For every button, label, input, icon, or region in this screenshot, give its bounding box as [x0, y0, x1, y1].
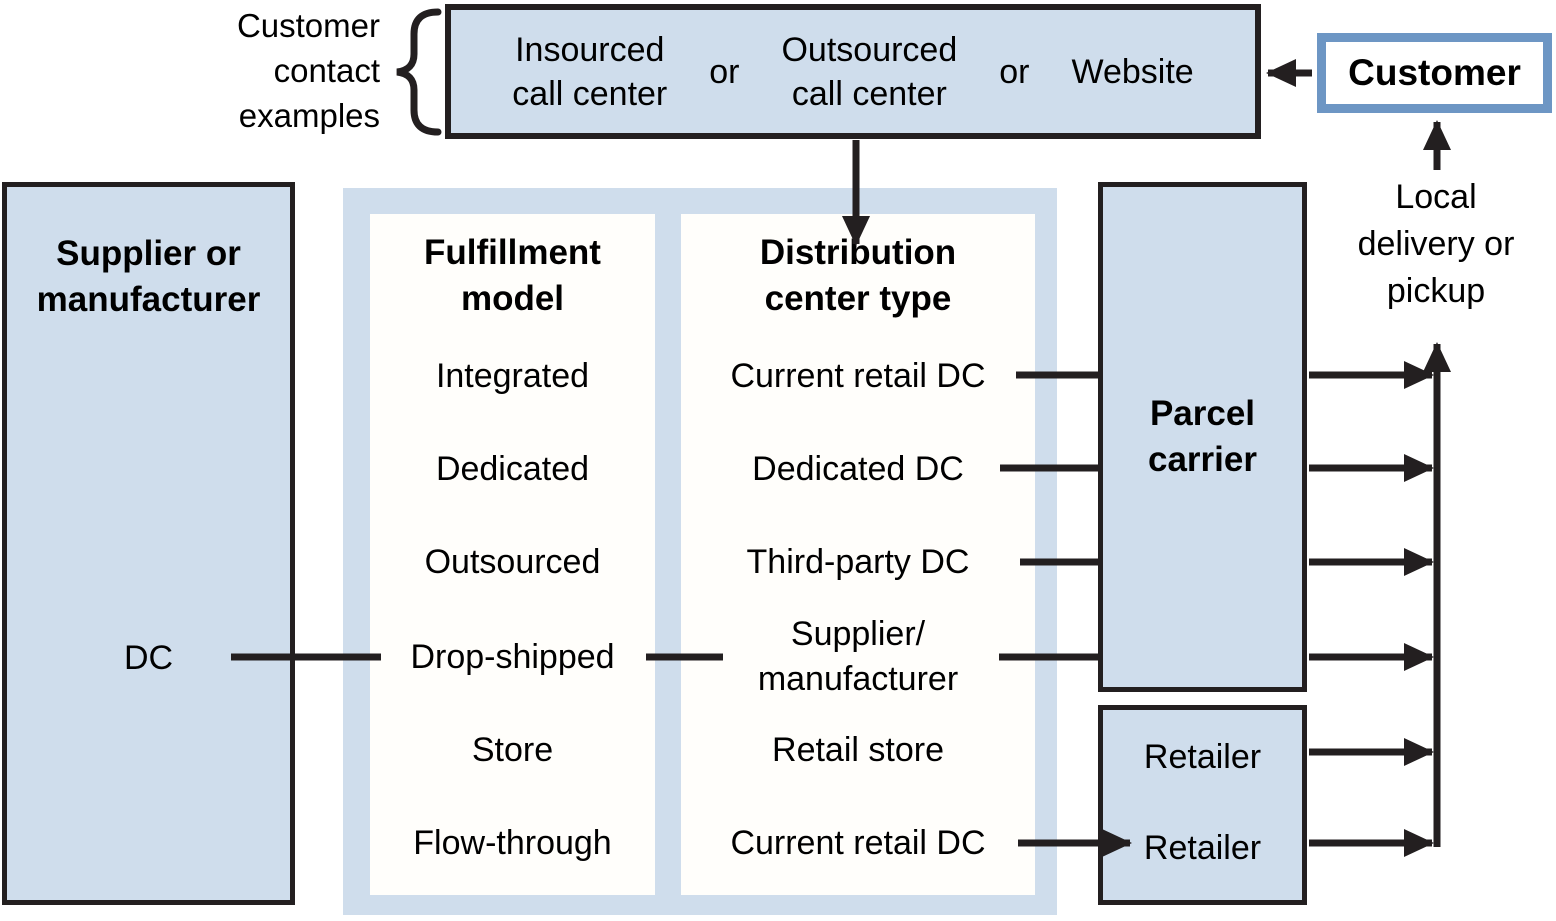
- customer-contact-examples-label: Customer contact examples: [236, 7, 380, 134]
- parcel-carrier-label: Parcel carrier: [1148, 394, 1257, 479]
- distribution-item-retail-store: Retail store: [772, 731, 944, 769]
- fulfillment-item-integrated: Integrated: [435, 357, 590, 395]
- models-container: Fulfillment model Integrated Dedicated O…: [343, 188, 1057, 915]
- distribution-item-supplier-manufacturer: Supplier/ manufacturer: [757, 615, 959, 698]
- customer-label: Customer: [1348, 52, 1521, 93]
- dc-label: DC: [123, 639, 174, 677]
- fulfillment-item-outsourced: Outsourced: [424, 543, 601, 581]
- fulfillment-item-dedicated: Dedicated: [435, 450, 590, 488]
- contact-option-outsourced-call-center: Outsourced call center: [781, 30, 958, 113]
- fulfillment-item-store: Store: [471, 731, 554, 769]
- retailer-label-bottom: Retailer: [1143, 829, 1262, 867]
- distribution-item-current-retail-dc-2: Current retail DC: [730, 824, 986, 862]
- distribution-item-third-party-dc: Third-party DC: [746, 543, 970, 581]
- contact-option-insourced-call-center: Insourced call center: [512, 30, 668, 113]
- contact-option-website: Website: [1071, 52, 1194, 91]
- customer-box: Customer: [1317, 33, 1552, 113]
- or-separator: or: [709, 52, 740, 91]
- fulfillment-model-panel: Fulfillment model Integrated Dedicated O…: [370, 214, 655, 895]
- local-delivery-pickup-label: Local delivery or pickup: [1357, 178, 1515, 310]
- supplier-manufacturer-title: Supplier or manufacturer: [36, 234, 261, 319]
- customer-contact-box: Insourced call center or Outsourced call…: [445, 4, 1261, 139]
- retailer-box: Retailer Retailer: [1098, 705, 1307, 905]
- parcel-carrier-box: Parcel carrier: [1098, 182, 1307, 692]
- or-separator: or: [999, 52, 1030, 91]
- brace-icon: [396, 8, 442, 136]
- supplier-manufacturer-box: Supplier or manufacturer DC: [2, 182, 295, 905]
- fulfillment-item-drop-shipped: Drop-shipped: [410, 638, 615, 676]
- distribution-item-current-retail-dc: Current retail DC: [730, 357, 986, 395]
- distribution-center-heading: Distribution center type: [759, 233, 957, 318]
- distribution-center-panel: Distribution center type Current retail …: [681, 214, 1035, 895]
- fulfillment-model-heading: Fulfillment model: [424, 233, 601, 318]
- fulfillment-item-flow-through: Flow-through: [413, 824, 612, 862]
- distribution-item-dedicated-dc: Dedicated DC: [752, 450, 964, 488]
- retailer-label-top: Retailer: [1143, 738, 1262, 776]
